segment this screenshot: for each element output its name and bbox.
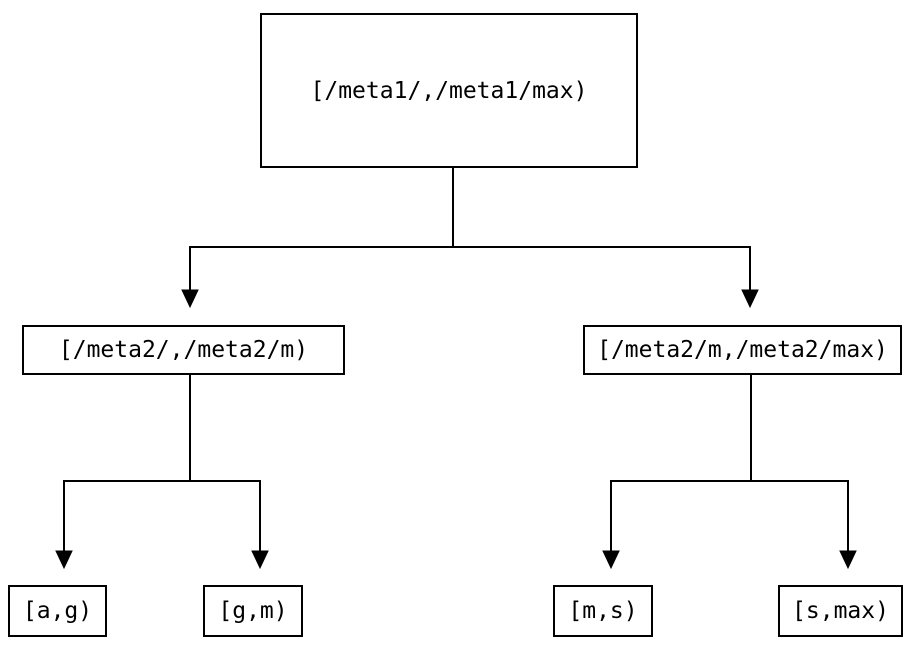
- node-meta2-right-range: [/meta2/m,/meta2/max): [583, 325, 902, 375]
- node-label: [/meta2/m,/meta2/max): [597, 337, 888, 363]
- arrowhead-down-icon: [251, 550, 269, 570]
- node-label: [a,g): [22, 598, 93, 624]
- arrowhead-down-icon: [839, 550, 857, 570]
- node-root-meta1-range: [/meta1/,/meta1/max): [260, 13, 638, 168]
- node-leaf-a-g: [a,g): [8, 585, 107, 637]
- node-meta2-left-range: [/meta2/,/meta2/m): [22, 325, 345, 375]
- node-label: [/meta2/,/meta2/m): [58, 337, 309, 363]
- node-leaf-m-s: [m,s): [553, 585, 653, 637]
- node-leaf-g-m: [g,m): [203, 585, 303, 637]
- node-label: [/meta1/,/meta1/max): [310, 77, 588, 104]
- node-label: [m,s): [568, 598, 638, 624]
- arrowhead-down-icon: [602, 550, 620, 570]
- node-leaf-s-max: [s,max): [778, 585, 903, 637]
- arrowhead-down-icon: [741, 289, 759, 309]
- node-label: [g,m): [218, 598, 288, 624]
- node-label: [s,max): [792, 598, 889, 624]
- arrowhead-down-icon: [55, 550, 73, 570]
- arrowhead-down-icon: [181, 289, 199, 309]
